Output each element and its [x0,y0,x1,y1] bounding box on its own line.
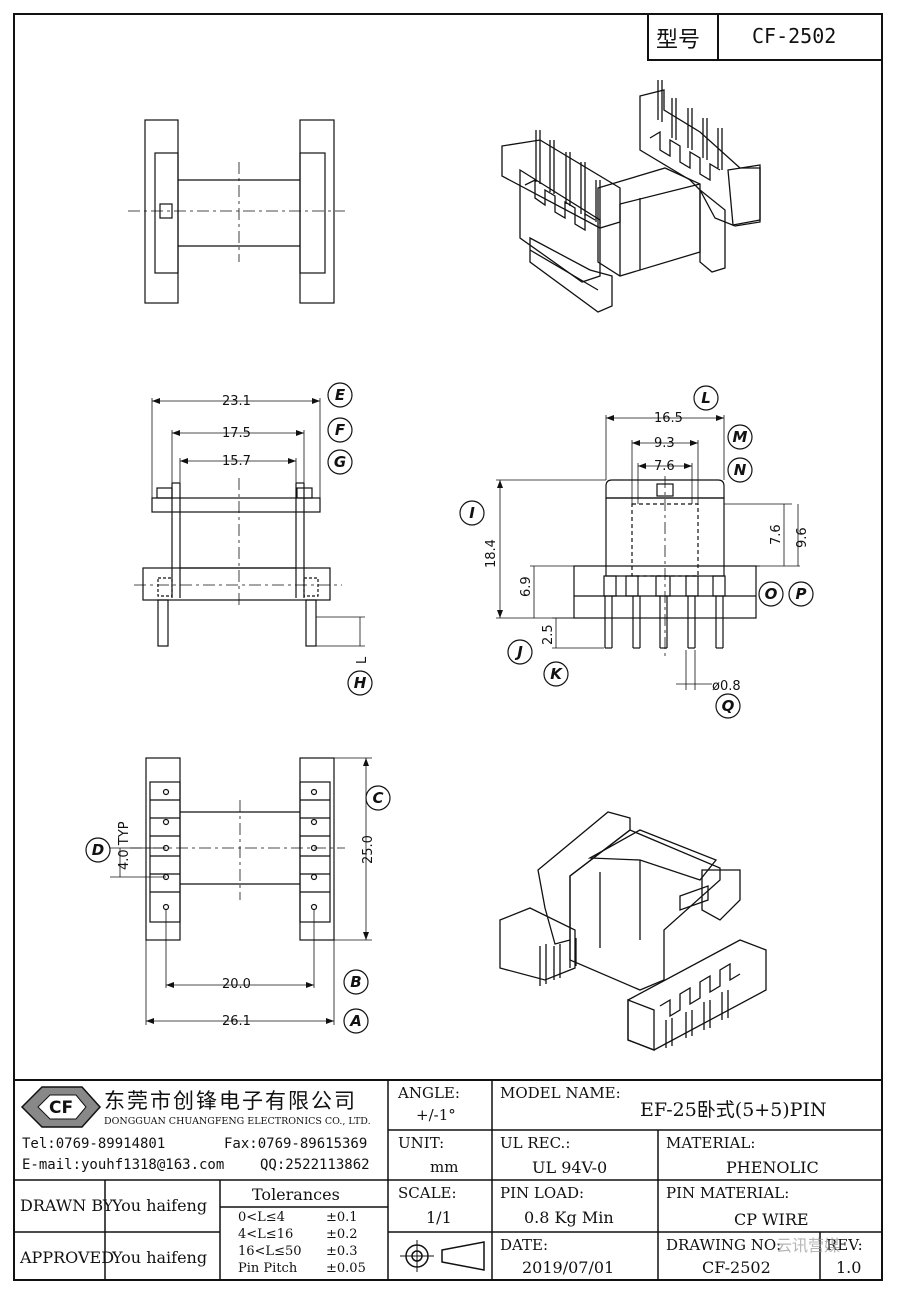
tolerances-title: Tolerances [252,1185,340,1204]
unit-value: mm [430,1158,459,1176]
callout-P: P [796,585,807,603]
callout-J: J [514,643,523,661]
company-email: E-mail:youhf1318@163.com [22,1157,225,1173]
dimension-arrows [146,398,724,1024]
company-fax: Fax:0769-89615369 [224,1136,368,1152]
dim-26-1: 26.1 [222,1014,251,1029]
tolerance-range: 0<L≤4 [238,1210,285,1225]
dim-15-7: 15.7 [222,454,251,469]
pin-load-value: 0.8 Kg Min [524,1208,614,1227]
rev-value: 1.0 [836,1258,862,1277]
callout-A: A [349,1012,362,1030]
dim-pin-diameter: ø0.8 [712,679,741,694]
dim-9-6-vertical: 9.6 [795,527,810,548]
callout-K: K [550,665,563,683]
callout-D: D [92,841,104,859]
tolerance-range: Pin Pitch [238,1261,298,1276]
dim-2-5: 2.5 [541,624,556,645]
dim-9-3: 9.3 [654,436,675,451]
company-name-cn: 东莞市创锋电子有限公司 [104,1089,357,1113]
drawn-by-label: DRAWN BY [20,1196,114,1215]
pin-material-value: CP WIRE [734,1210,809,1229]
callout-E: E [335,386,346,404]
dim-17-5: 17.5 [222,426,251,441]
dim-16-5: 16.5 [654,411,683,426]
callout-F: F [335,421,346,439]
approved-label: APPROVED [20,1248,115,1267]
dim-20-0: 20.0 [222,977,251,992]
dim-18-4: 18.4 [484,539,499,568]
callout-O: O [765,585,778,603]
tolerance-value: ±0.2 [326,1227,358,1242]
material-value: PHENOLIC [726,1158,819,1177]
watermark: 云讯营媒 [776,1236,841,1255]
sheet-border [13,13,883,1281]
dim-6-9: 6.9 [519,576,534,597]
dim-25-0: 25.0 [361,835,376,864]
angle-label: ANGLE: [398,1084,460,1102]
dim-L: L [355,656,370,664]
rev-label: REV: [826,1236,863,1254]
company-qq: QQ:2522113862 [260,1157,370,1173]
pin-load-label: PIN LOAD: [500,1184,585,1202]
dim-4-0-typ: 4.0 TYP [117,821,132,870]
callout-N: N [734,461,747,479]
model-label: 型号 [656,28,701,53]
callout-Q: Q [722,697,735,715]
drawn-by-value: You haifeng [112,1196,208,1215]
title-block [14,1079,882,1280]
callout-H: H [354,674,367,692]
pin-material-label: PIN MATERIAL: [666,1184,790,1202]
callout-I: I [469,504,475,522]
callout-L: L [701,389,711,407]
front-view [134,398,365,647]
model-name-value: EF-25卧式(5+5)PIN [640,1099,827,1121]
company-tel: Tel:0769-89914801 [22,1136,166,1152]
scale-value: 1/1 [426,1208,452,1227]
date-value: 2019/07/01 [522,1258,615,1277]
side-view [496,415,800,690]
company-name-en: DONGGUAN CHUANGFENG ELECTRONICS CO., LTD… [104,1116,371,1127]
ul-rec-value: UL 94V-0 [532,1158,608,1177]
tolerance-value: ±0.1 [326,1210,358,1225]
drawing-no-label: DRAWING NO: [666,1236,782,1254]
tolerance-range: 16<L≤50 [238,1244,302,1259]
callout-M: M [733,428,748,446]
top-view [128,119,345,304]
scale-label: SCALE: [398,1184,457,1202]
iso-view-bottom [499,811,767,1051]
callout-C: C [372,789,383,807]
dim-7-6-vertical: 7.6 [769,524,784,545]
tolerance-value: ±0.05 [326,1261,366,1276]
approved-value: You haifeng [112,1248,208,1267]
tolerance-value: ±0.3 [326,1244,358,1259]
unit-label: UNIT: [398,1134,445,1152]
callout-circles [85,382,814,1034]
ul-rec-label: UL REC.: [500,1134,571,1152]
model-name-label: MODEL NAME: [500,1084,621,1102]
callout-G: G [334,453,346,471]
dim-23-1: 23.1 [222,394,251,409]
logo-text: CF [49,1098,73,1118]
date-label: DATE: [500,1236,549,1254]
header-box [647,13,883,61]
company-logo [20,1086,102,1128]
material-label: MATERIAL: [666,1134,756,1152]
angle-value: +/-1° [416,1106,456,1124]
dim-7-6: 7.6 [654,459,675,474]
callout-B: B [350,973,361,991]
model-number: CF-2502 [752,24,837,48]
iso-view-top [501,80,761,313]
bottom-view [110,757,372,1025]
drawing-no-value: CF-2502 [702,1258,771,1277]
tolerance-range: 4<L≤16 [238,1227,294,1242]
